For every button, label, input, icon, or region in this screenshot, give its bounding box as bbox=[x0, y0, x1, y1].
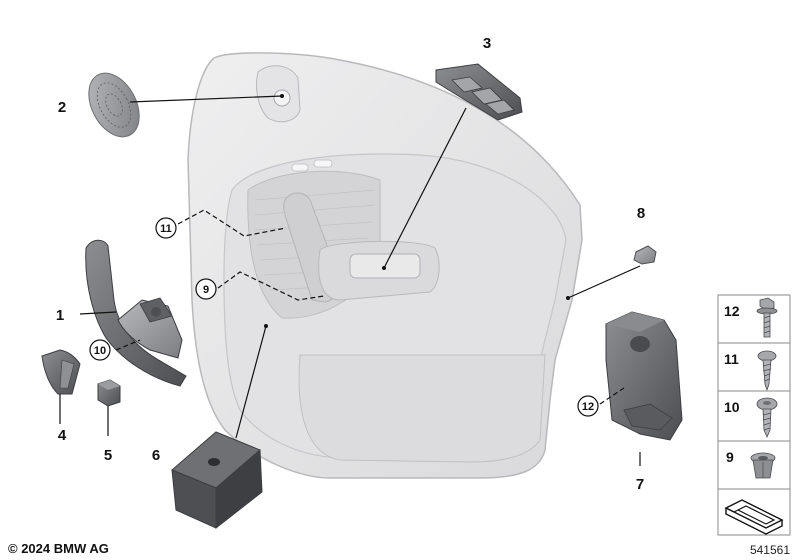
foam-block bbox=[171, 431, 263, 530]
callout-2: 2 bbox=[58, 99, 66, 116]
hex-flange-bolt-icon bbox=[756, 297, 778, 338]
inner-handle-bezel bbox=[85, 239, 187, 387]
legend-row-11: 11 bbox=[717, 342, 791, 392]
callout-4: 4 bbox=[58, 427, 67, 444]
callout-10: 10 bbox=[94, 345, 106, 357]
callout-5: 5 bbox=[104, 447, 112, 464]
callout-6: 6 bbox=[152, 447, 160, 464]
door-handle bbox=[41, 349, 81, 395]
legend-label-11: 11 bbox=[724, 351, 739, 367]
clip-nut-icon bbox=[750, 452, 776, 479]
callout-circle-11 bbox=[155, 217, 177, 239]
legend-label-9: 9 bbox=[726, 449, 734, 465]
callout-1: 1 bbox=[56, 307, 64, 324]
callout-7: 7 bbox=[636, 476, 644, 493]
window-switch-block bbox=[435, 63, 523, 121]
callout-8: 8 bbox=[637, 205, 645, 222]
callout-11: 11 bbox=[160, 223, 172, 235]
callout-labels: 1 2 3 4 5 6 7 8 9 10 11 12 bbox=[56, 35, 645, 493]
map-pocket bbox=[298, 354, 546, 463]
trim-cap bbox=[633, 245, 657, 265]
legend-label-10: 10 bbox=[724, 399, 740, 415]
callout-12: 12 bbox=[582, 401, 594, 413]
callout-circle-10 bbox=[89, 339, 111, 361]
callout-circle-12 bbox=[577, 395, 599, 417]
callout-9: 9 bbox=[203, 284, 209, 296]
callout-circle-9 bbox=[195, 278, 217, 300]
vent-slot-b bbox=[313, 159, 333, 168]
legend-row-12: 12 bbox=[717, 294, 791, 344]
fastener-legend: 12 11 bbox=[717, 294, 791, 536]
leader-lines bbox=[59, 94, 641, 466]
legend-row-10: 10 bbox=[717, 390, 791, 442]
legend-row-9: 9 bbox=[717, 440, 791, 490]
torx-screw-icon bbox=[756, 397, 778, 439]
self-tapping-screw-icon bbox=[757, 350, 777, 392]
legend-label-12: 12 bbox=[724, 303, 740, 319]
diagram-id: 541561 bbox=[750, 543, 790, 557]
legend-row-arrow bbox=[717, 488, 791, 536]
copyright-text: © 2024 BMW AG bbox=[8, 541, 109, 556]
tweeter-cover bbox=[88, 72, 140, 138]
assembly-arrow-icon bbox=[724, 499, 784, 535]
vent-slot-a bbox=[291, 163, 309, 172]
bracket-absorber bbox=[605, 311, 683, 441]
small-clip bbox=[97, 379, 121, 407]
callout-3: 3 bbox=[483, 35, 491, 52]
